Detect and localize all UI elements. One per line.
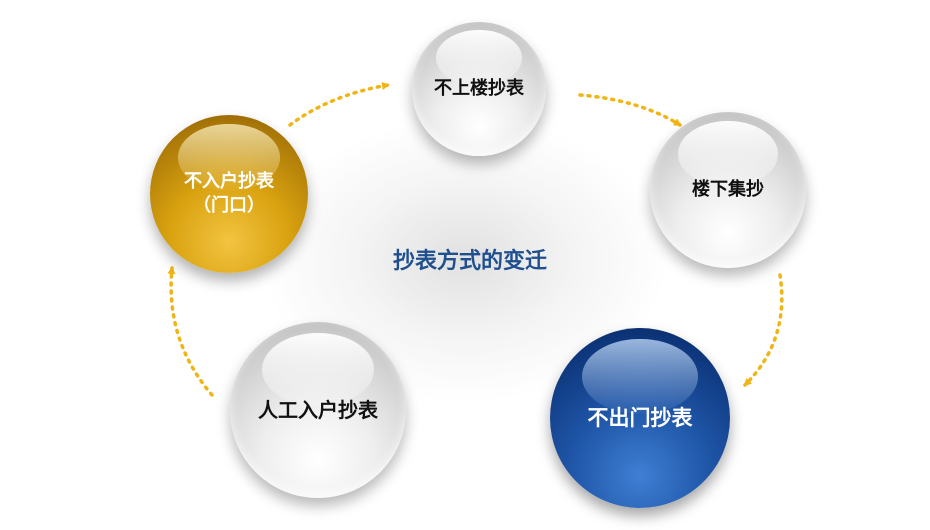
node-left-label: 不入户抄表 （门口）	[184, 170, 274, 216]
node-top: 不上楼抄表	[412, 22, 546, 156]
node-bottom-right: 不出门抄表	[550, 328, 730, 508]
node-left: 不入户抄表 （门口）	[150, 115, 308, 273]
node-top-label: 不上楼抄表	[434, 77, 524, 99]
node-bottom-right-label: 不出门抄表	[587, 405, 693, 430]
node-right-label: 楼下集抄	[692, 178, 764, 200]
node-bottom-left-label: 人工入户抄表	[258, 397, 378, 422]
center-title: 抄表方式的变迁	[392, 249, 547, 274]
node-right: 楼下集抄	[650, 112, 806, 268]
arrow-top-to-right	[578, 93, 682, 127]
arrow-bottom-left-to-left	[167, 266, 214, 397]
arrow-left-to-top	[288, 82, 390, 127]
node-bottom-left: 人工入户抄表	[230, 322, 406, 498]
arrow-right-to-bottom-right	[743, 273, 784, 387]
node-highlight	[261, 332, 375, 407]
